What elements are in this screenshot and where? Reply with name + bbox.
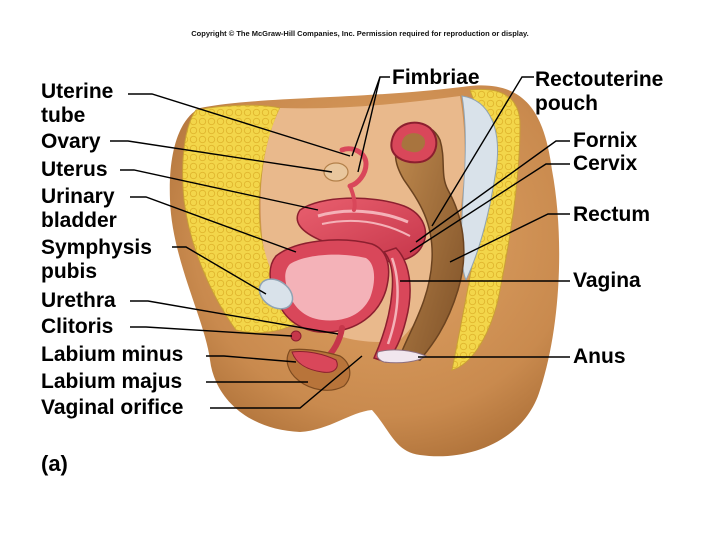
- label-ovary: Ovary: [41, 130, 101, 154]
- clitoris-shape: [291, 331, 301, 341]
- label-vaginal-orifice: Vaginal orifice: [41, 396, 183, 420]
- label-fornix: Fornix: [573, 129, 637, 153]
- label-rectouterine-pouch: Rectouterine pouch: [535, 68, 663, 116]
- label-vagina: Vagina: [573, 269, 641, 293]
- label-uterine-tube: Uterine tube: [41, 80, 113, 128]
- label-cervix: Cervix: [573, 152, 637, 176]
- label-labium-minus: Labium minus: [41, 343, 183, 367]
- label-anus: Anus: [573, 345, 626, 369]
- label-clitoris: Clitoris: [41, 315, 113, 339]
- label-urethra: Urethra: [41, 289, 116, 313]
- panel-label: (a): [41, 451, 68, 477]
- label-rectum: Rectum: [573, 203, 650, 227]
- label-labium-majus: Labium majus: [41, 370, 182, 394]
- label-fimbriae: Fimbriae: [392, 66, 480, 90]
- label-uterus: Uterus: [41, 158, 108, 182]
- label-urinary-bladder: Urinary bladder: [41, 185, 117, 233]
- label-symphysis-pubis: Symphysis pubis: [41, 236, 152, 284]
